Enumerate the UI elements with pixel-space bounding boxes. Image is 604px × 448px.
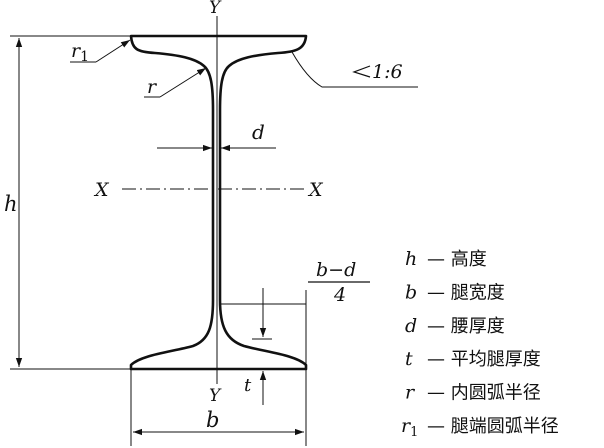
b-label: b [206,408,219,432]
r-leader [159,67,207,98]
x-right-label: X [307,179,324,201]
slope-leader [291,51,418,88]
legend-symbol-2: d [405,315,417,337]
bd4-denominator: 4 [333,284,346,306]
legend-text-3: — 平均腿厚度 [427,349,541,370]
y-top-label: Y [209,0,222,18]
legend-text-1: — 腿宽度 [427,282,505,303]
legend: h — 高度 b — 腿宽度 d — 腰厚度 t — 平均腿厚度 r — 内圆弧半径 r1 — 腿端圆… [401,248,559,440]
legend-symbol-1: b [405,281,417,303]
legend-text-4: — 内圆弧半径 [427,383,541,404]
t-label: t [244,375,252,396]
r1-leader [95,39,131,63]
r1-label: r1 [71,40,89,65]
i-beam-profile [129,34,308,371]
slope-symbol [352,65,371,78]
legend-text-0: — 高度 [427,249,487,270]
legend-symbol-3: t [405,348,413,370]
r-label: r [147,76,158,98]
legend-text-5: — 腿端圆弧半径 [427,416,559,437]
legend-symbol-0: h [405,248,417,270]
bd4-numerator: b−d [316,259,356,281]
legend-text-2: — 腰厚度 [427,316,505,337]
legend-symbol-4: r [405,382,416,404]
y-bottom-label: Y [209,386,222,406]
legend-symbol-5: r1 [401,415,418,440]
slope-label: 1:6 [372,61,403,83]
x-left-label: X [93,179,110,201]
d-label: d [252,120,265,144]
h-label: h [4,192,18,216]
